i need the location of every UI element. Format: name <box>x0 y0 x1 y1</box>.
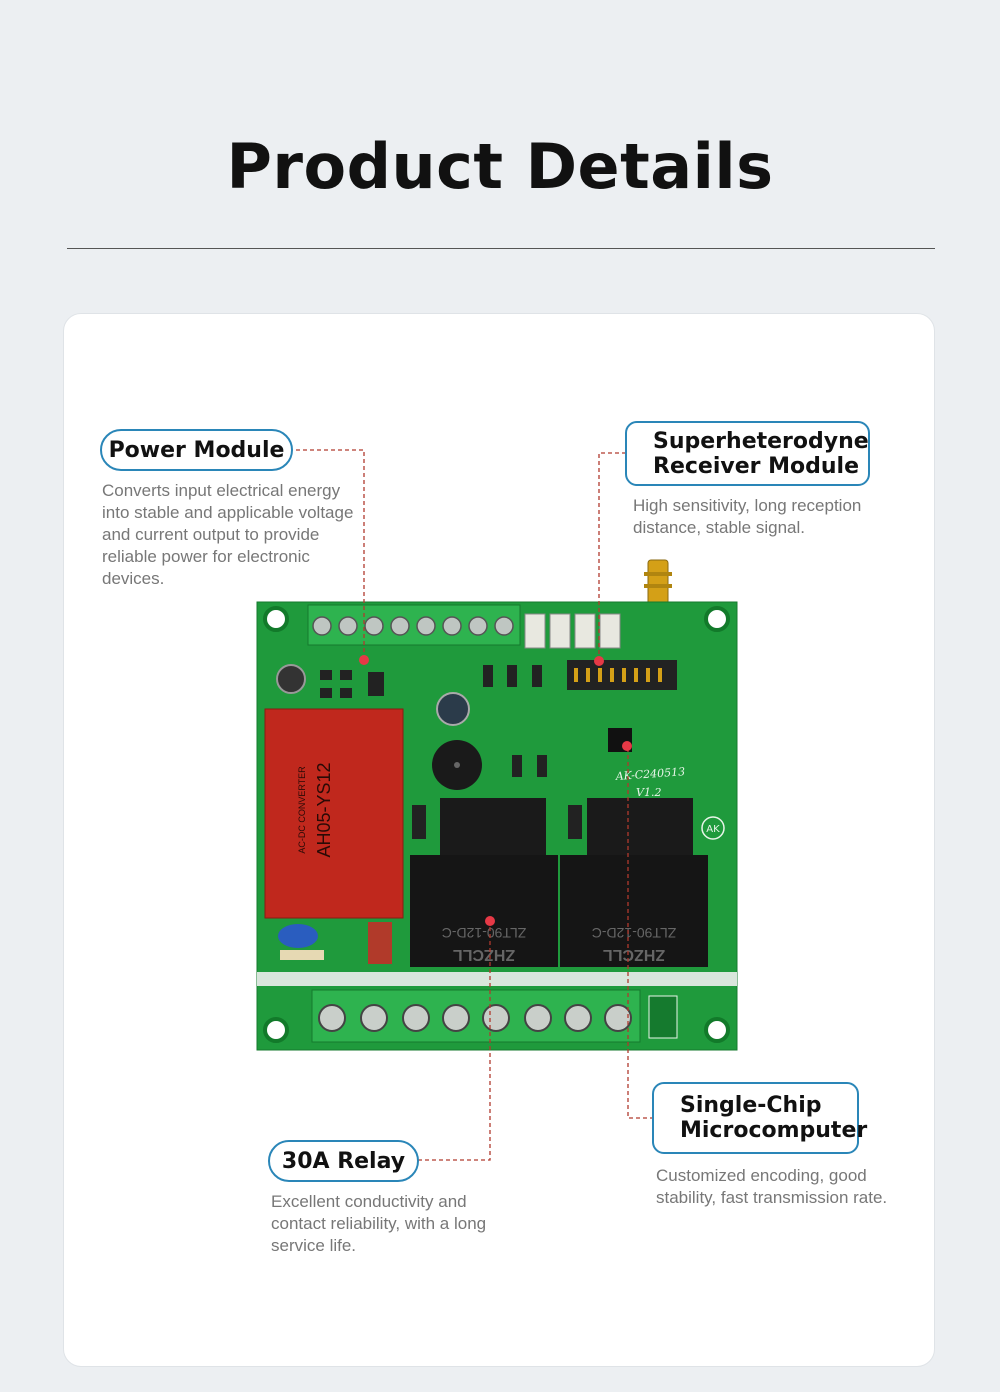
svg-text:ZHZCLL: ZHZCLL <box>453 946 515 963</box>
title-divider <box>67 248 935 249</box>
receiver-module-title-line1: Superheterodyne <box>653 428 869 454</box>
svg-text:ZLT90-12D-C: ZLT90-12D-C <box>592 925 677 941</box>
pcb-version-label: V1.2 <box>636 786 661 799</box>
power-module-title: Power Module <box>108 437 285 463</box>
pcb-model-label: AK-C240513 <box>614 765 685 783</box>
relay-description: Excellent conductivity and contact relia… <box>271 1192 487 1255</box>
mcu-label: Single-Chip Microcomputer <box>652 1082 867 1154</box>
power-module-block <box>264 708 404 919</box>
svg-text:ZHZCLL: ZHZCLL <box>603 946 665 963</box>
power-module-sub: AC-DC CONVERTER <box>297 766 307 854</box>
relay-title: 30A Relay <box>281 1148 406 1174</box>
receiver-module-description: High sensitivity, long reception distanc… <box>633 496 862 537</box>
relay-left: ZLT90-12D-C ZHZCLL <box>410 798 558 967</box>
mcu-description: Customized encoding, good stability, fas… <box>656 1166 888 1207</box>
receiver-module-title-line2: Receiver Module <box>653 453 860 479</box>
relay-label: 30A Relay <box>268 1140 419 1182</box>
mcu-title-line2: Microcomputer <box>680 1118 868 1143</box>
mcu-title-line1: Single-Chip <box>680 1093 822 1118</box>
power-module-model: AH05-YS12 <box>314 762 334 857</box>
power-module-label: Power Module <box>100 429 293 471</box>
leader-lines <box>296 449 654 1161</box>
power-module-description: Converts input electrical energy into st… <box>102 481 354 588</box>
page-title: Product Details <box>226 130 774 203</box>
receiver-module-label: Superheterodyne Receiver Module <box>625 421 870 486</box>
pcb-badge: AK <box>706 824 720 835</box>
relay-right: ZLT90-12D-C ZHZCLL <box>560 798 708 967</box>
svg-text:ZLT90-12D-C: ZLT90-12D-C <box>442 925 527 941</box>
